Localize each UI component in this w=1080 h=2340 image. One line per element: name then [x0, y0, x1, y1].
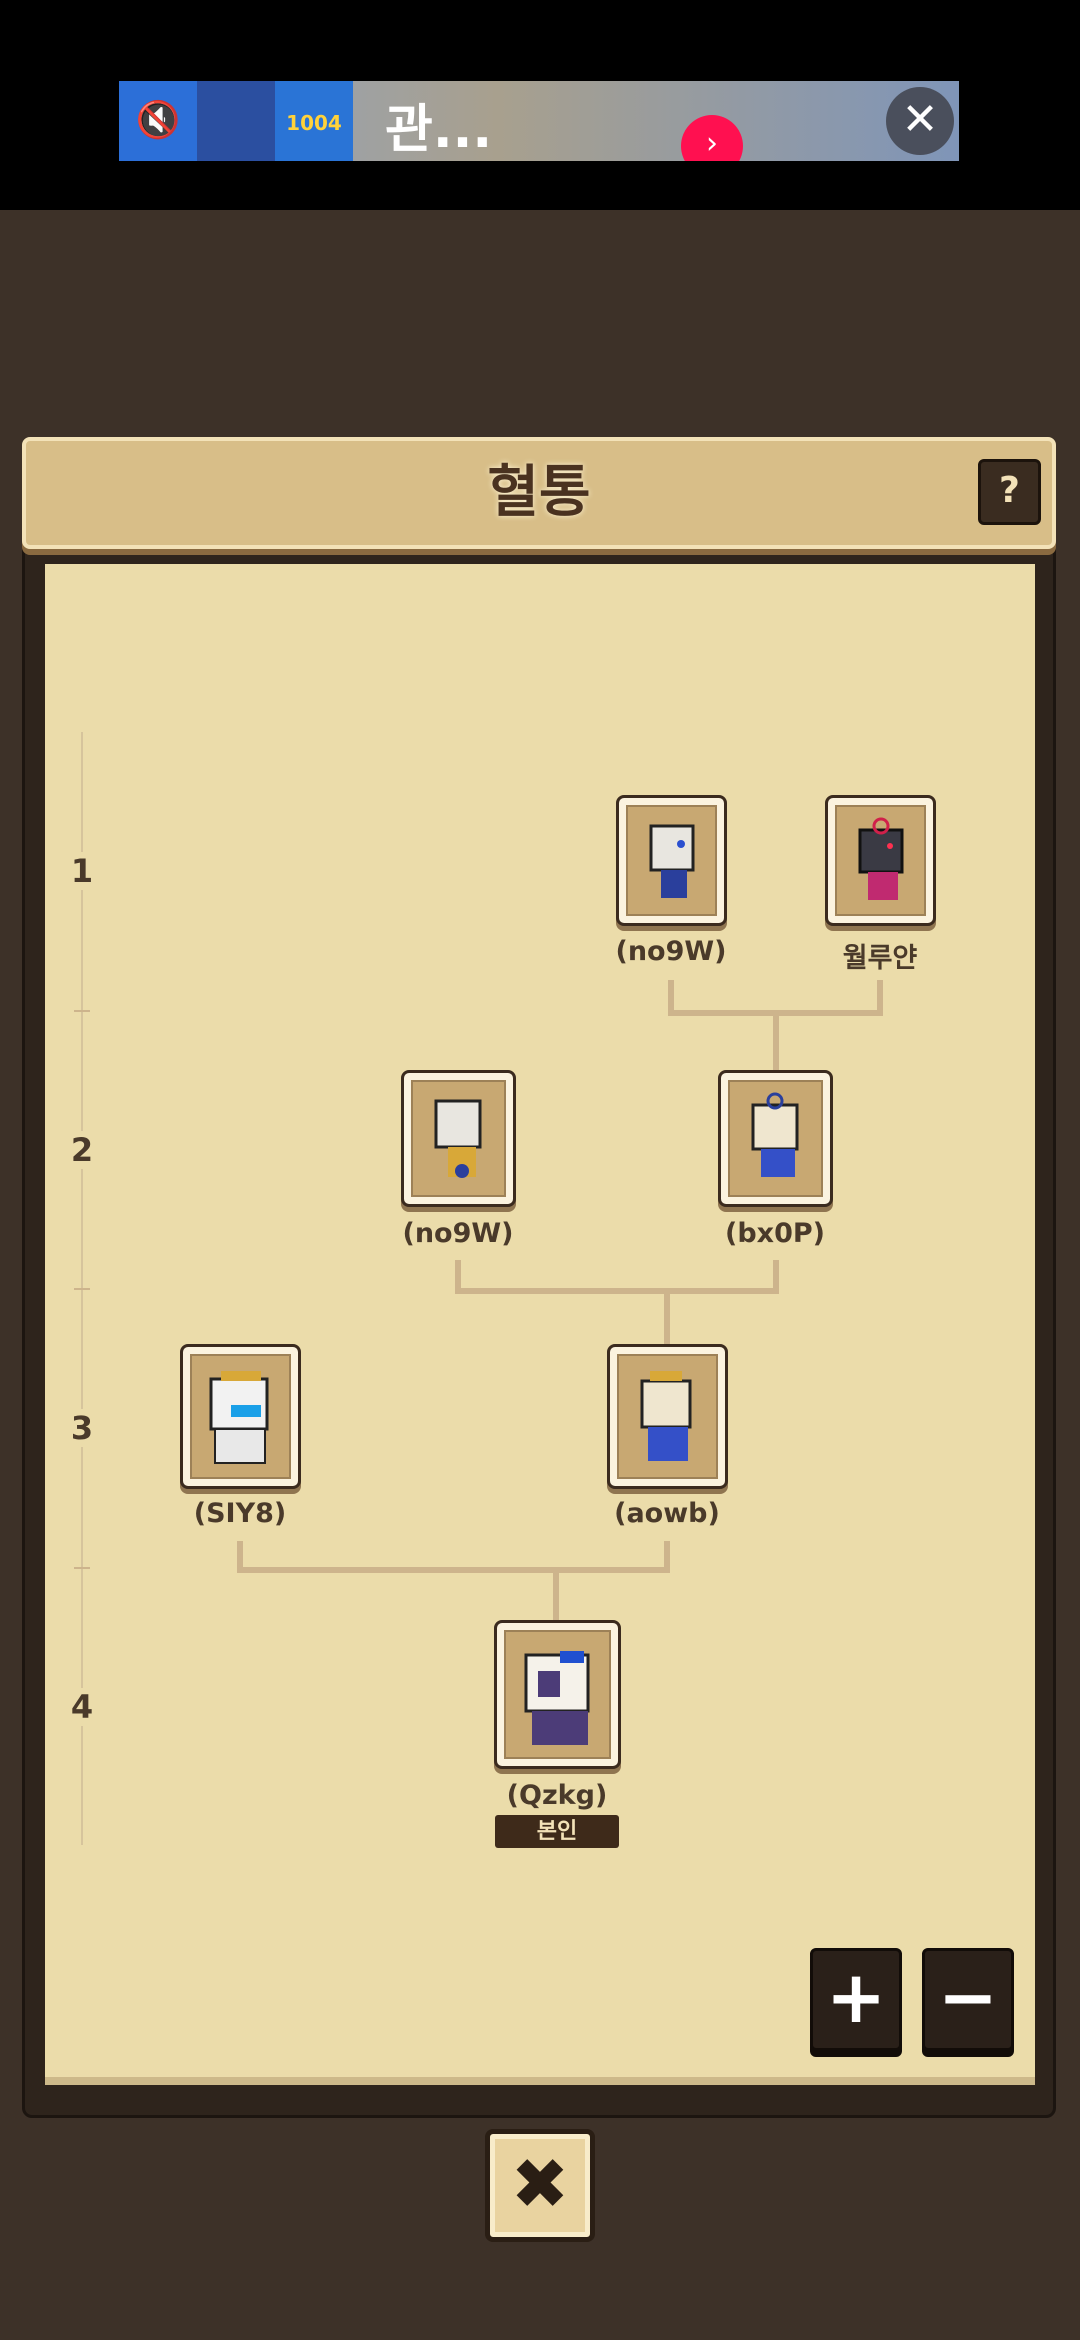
connector — [455, 1288, 779, 1294]
connector — [877, 980, 883, 1016]
level-label: 4 — [62, 1688, 102, 1726]
dragon-portrait-icon — [751, 1092, 798, 1177]
connector — [553, 1567, 559, 1622]
dragon-portrait-icon — [649, 824, 694, 898]
page-title: 혈통 — [487, 460, 591, 525]
ancestor-card[interactable] — [180, 1344, 301, 1489]
dragon-portrait-icon — [524, 1650, 589, 1745]
ancestor-name: (bx0P) — [725, 1218, 825, 1249]
mute-icon[interactable]: 🔇 — [119, 81, 197, 161]
ancestor-card[interactable] — [401, 1070, 516, 1207]
ad-headline: 관... — [385, 100, 493, 160]
close-button[interactable]: ✖ — [485, 2129, 595, 2242]
ancestor-name: (no9W) — [615, 936, 727, 967]
self-badge: 본인 — [495, 1815, 619, 1848]
level-label: 1 — [62, 852, 102, 890]
panel-header: 혈통 ? — [22, 437, 1056, 549]
connector — [237, 1541, 243, 1573]
level-tick — [74, 1567, 90, 1569]
level-tick — [74, 1010, 90, 1012]
close-icon[interactable]: ✕ — [886, 87, 954, 155]
level-label: 2 — [62, 1131, 102, 1169]
ancestor-card[interactable] — [718, 1070, 833, 1207]
chevron-right-icon[interactable]: › — [681, 115, 743, 161]
self-name: (Qzkg) — [506, 1780, 608, 1811]
connector — [664, 1541, 670, 1573]
connector — [237, 1567, 670, 1573]
ancestor-name: (aowb) — [614, 1498, 720, 1529]
dragon-portrait-icon — [434, 1099, 481, 1178]
ancestor-card[interactable] — [616, 795, 727, 926]
connector — [455, 1260, 461, 1294]
ancestor-name: 월루얀 — [842, 943, 918, 974]
connector — [773, 1260, 779, 1294]
pedigree-paper[interactable] — [45, 564, 1035, 2085]
connector — [668, 980, 674, 1016]
level-tick — [74, 1288, 90, 1290]
ancestor-card[interactable] — [607, 1344, 728, 1489]
ad-thumbnail: 1004 — [275, 81, 353, 161]
connector — [664, 1288, 670, 1346]
ancestor-card[interactable] — [825, 795, 936, 926]
dragon-portrait-icon — [858, 817, 903, 900]
ad-banner[interactable]: 🔇 1004 관... › ✕ — [119, 81, 959, 161]
connector — [773, 1010, 779, 1072]
self-card[interactable] — [494, 1620, 621, 1769]
ad-thumbnail — [197, 81, 275, 161]
help-button[interactable]: ? — [978, 459, 1041, 525]
ancestor-name: (no9W) — [402, 1218, 514, 1249]
zoom-out-button[interactable]: − — [922, 1948, 1014, 2051]
zoom-in-button[interactable]: + — [810, 1948, 902, 2051]
level-label: 3 — [62, 1409, 102, 1447]
dragon-portrait-icon — [640, 1370, 691, 1461]
dragon-portrait-icon — [209, 1370, 268, 1464]
ancestor-name: (SIY8) — [193, 1498, 287, 1529]
